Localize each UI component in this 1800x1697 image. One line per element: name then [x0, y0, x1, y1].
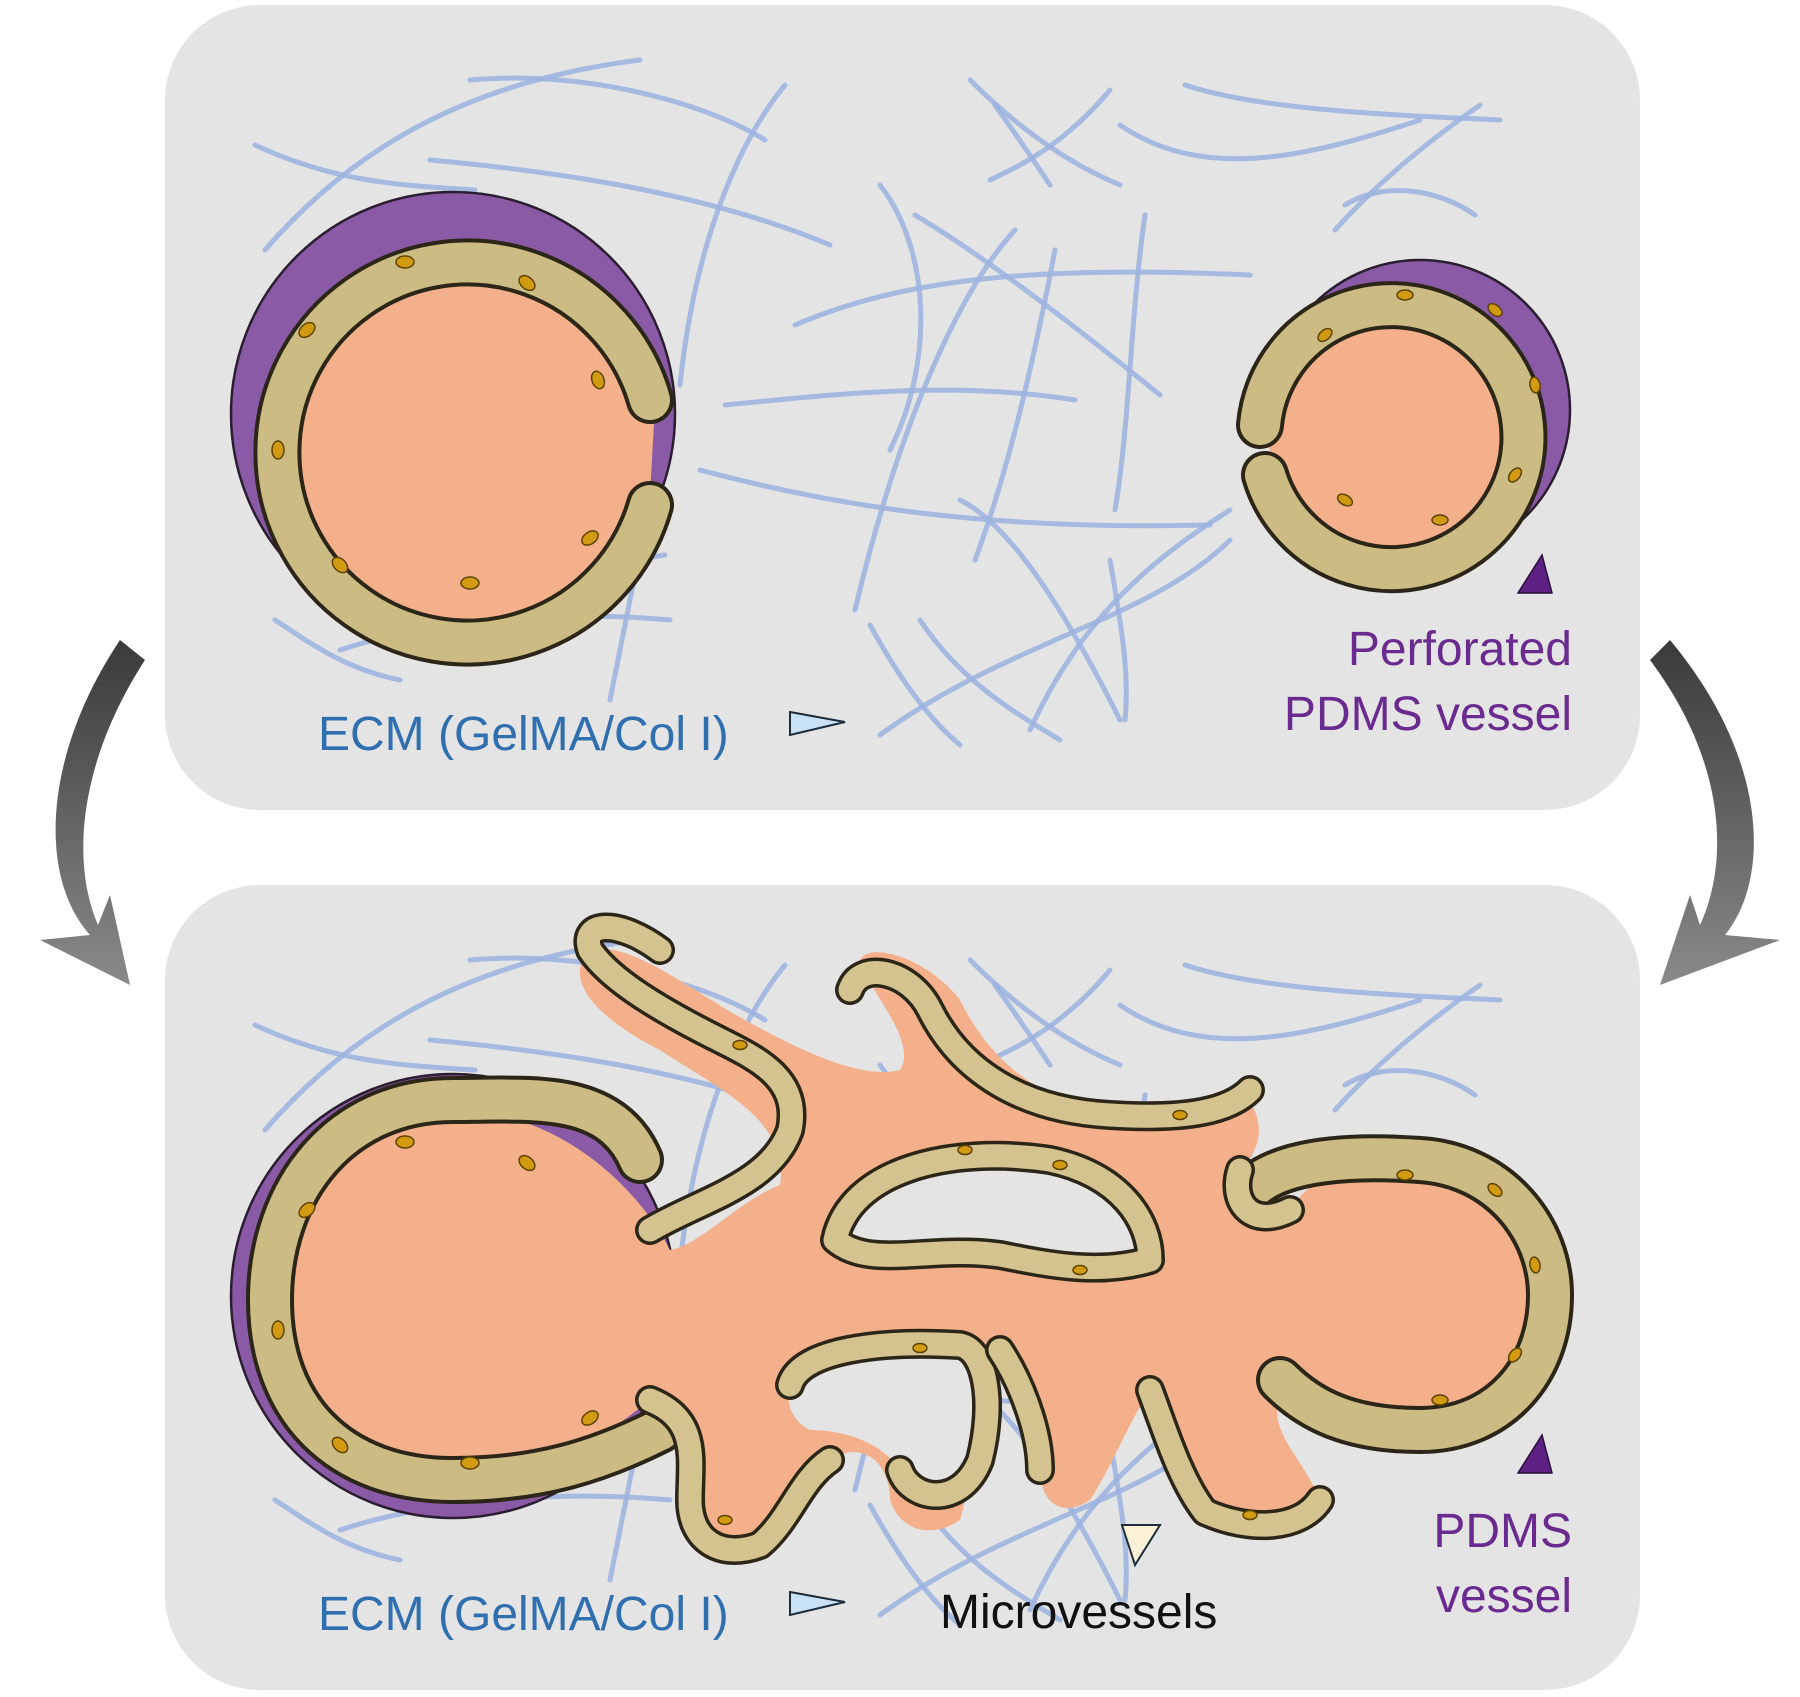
- pdms-label-top-line2: PDMS vessel: [1284, 688, 1572, 741]
- endothelial-nuclei: [271, 1039, 1541, 1526]
- pdms-label-top-line1: Perforated: [1348, 623, 1572, 676]
- ecm-label-bottom: ECM (GelMA/Col I): [318, 1588, 729, 1641]
- endothelial-nuclei: [271, 255, 606, 590]
- left-transition-arrow: [40, 640, 145, 985]
- endothelial-nuclei: [1317, 289, 1541, 526]
- pdms-label-bottom-line1: PDMS: [1433, 1505, 1572, 1558]
- ecm-marker-top: [789, 710, 846, 737]
- pdms-marker-bottom: [1516, 1433, 1553, 1474]
- ecm-label-top: ECM (GelMA/Col I): [318, 708, 729, 761]
- left-pdms-vessel-top: [229, 190, 677, 667]
- right-pdms-vessel-top: [1236, 258, 1572, 594]
- microvessel-walls: [573, 912, 1335, 1565]
- microvessels-marker: [1120, 1524, 1162, 1568]
- ecm-marker-bottom: [789, 1590, 846, 1617]
- top-panel: ECM (GelMA/Col I) Perforated PDMS vessel: [165, 5, 1640, 810]
- pdms-label-bottom-line2: vessel: [1436, 1570, 1572, 1623]
- microvessel-network: [246, 912, 1574, 1565]
- microvessels-label: Microvessels: [940, 1586, 1217, 1639]
- right-transition-arrow: [1650, 640, 1780, 985]
- pdms-marker-top: [1516, 553, 1553, 594]
- bottom-panel: ECM (GelMA/Col I) Microvessels PDMS vess…: [165, 885, 1640, 1690]
